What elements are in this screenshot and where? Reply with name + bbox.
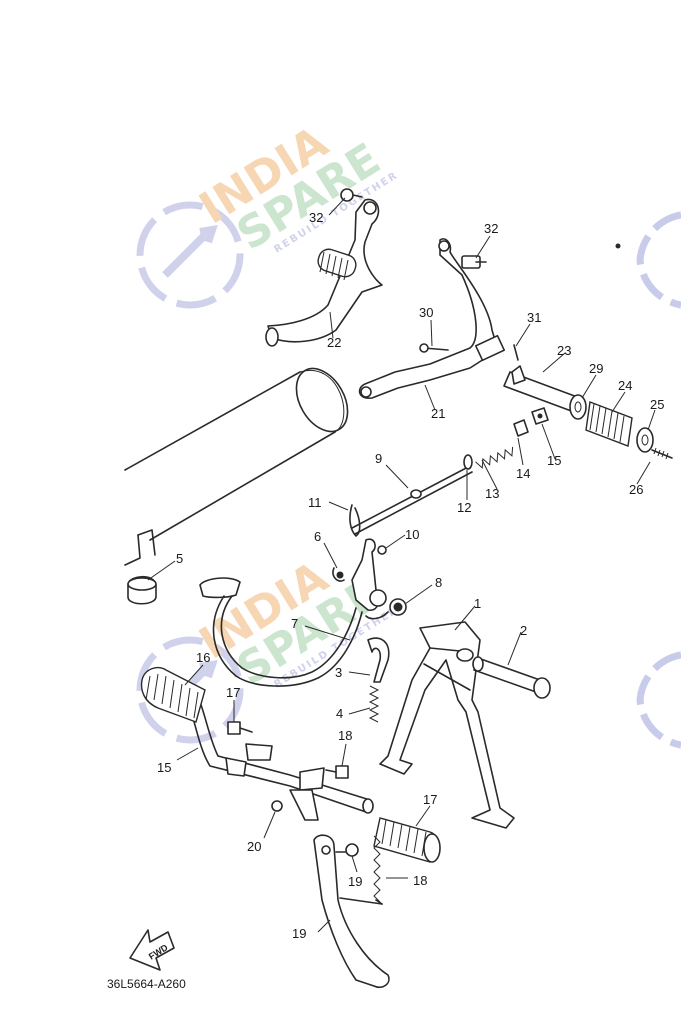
part-17-grip-left	[140, 667, 206, 723]
part-4-spring	[368, 685, 380, 723]
part-13-spring	[475, 446, 514, 469]
callout-1: 1	[474, 596, 481, 611]
callout-30: 30	[419, 305, 433, 320]
callout-27: 25	[650, 397, 664, 412]
callout-17: 16	[196, 650, 210, 665]
part-15-joint	[531, 407, 549, 425]
callout-8: 8	[435, 575, 442, 590]
watermark-ring	[136, 636, 244, 744]
callout-6: 6	[314, 529, 321, 544]
part-3-hook	[367, 637, 390, 683]
callout-17: 17	[423, 792, 437, 807]
callout-16: 15	[157, 760, 171, 775]
callout-15: 15	[547, 453, 561, 468]
wrench-icon	[162, 224, 218, 278]
part-21-bolt	[335, 843, 359, 857]
callout-7: 7	[291, 616, 298, 631]
brake-arm	[351, 538, 387, 611]
callout-10: 10	[405, 527, 419, 542]
part-6-clip	[332, 567, 345, 582]
part-12-washer	[463, 454, 473, 470]
part-10-nut	[377, 545, 387, 555]
callout-18: 18	[338, 728, 352, 743]
part-14-nut	[513, 419, 529, 437]
callout-32: 32	[309, 210, 323, 225]
leader-lines	[147, 197, 656, 933]
callout-19: 19	[292, 926, 306, 941]
part-1-main-stand	[379, 621, 515, 829]
part-26-grip	[585, 401, 633, 447]
part-18-bolt-left	[227, 721, 253, 735]
callout-9: 9	[375, 451, 382, 466]
part-32-bolt-right	[461, 255, 487, 269]
callout-28: 26	[629, 482, 643, 497]
callout-11: 11	[308, 495, 322, 510]
callout-12: 12	[457, 500, 471, 515]
part-23-footrest-bracket	[358, 238, 506, 399]
part-28-bolt	[651, 447, 673, 460]
part-20-spring	[339, 835, 383, 905]
watermark-ring	[136, 201, 244, 309]
callout-5: 5	[176, 551, 183, 566]
part-30-bolt	[419, 343, 449, 353]
part-18-bolt-right	[325, 765, 349, 779]
callout-31: 31	[527, 310, 541, 325]
muffler	[124, 367, 349, 566]
fwd-arrow-icon: FWD	[129, 929, 175, 971]
callout-13: 13	[485, 486, 499, 501]
part-24-footrest-bracket	[265, 198, 383, 347]
part-7-brake-pedal	[199, 577, 363, 687]
callout-2: 2	[520, 623, 527, 638]
part-17-grip-right	[373, 817, 441, 863]
part-11-cotter-pin	[349, 504, 361, 537]
part-22-nut	[271, 800, 283, 812]
part-8-spring	[365, 598, 407, 620]
watermark-edge-right-bottom	[636, 651, 681, 749]
watermark-edge-right-top	[636, 211, 681, 309]
part-27-washer	[636, 427, 654, 453]
part-9-brake-rod	[351, 465, 473, 535]
callout-4: 4	[336, 706, 343, 721]
part-29-washer	[569, 394, 587, 420]
callout-25: 23	[557, 343, 571, 358]
part-2-shaft	[472, 656, 551, 699]
callout-14: 14	[516, 466, 530, 481]
callout-23: 21	[431, 406, 445, 421]
callout-26: 24	[618, 378, 632, 393]
callout-24: 22	[327, 335, 341, 350]
part-16-footrest-bar	[189, 701, 374, 821]
callout-3: 3	[335, 665, 342, 680]
callout-32: 32	[484, 221, 498, 236]
part-19-side-stand	[313, 834, 390, 989]
callout-22: 20	[247, 839, 261, 854]
part-32-bolt-top-left	[340, 188, 363, 202]
callout-29: 29	[589, 361, 603, 376]
stray-mark	[615, 243, 621, 249]
part-25-shaft	[503, 365, 581, 413]
callout-20: 18	[413, 873, 427, 888]
diagram-code: 36L5664-A260	[107, 977, 186, 991]
callout-labels: 32 32 22 30 31 23 29 24 25 26 21 15 14 1…	[157, 210, 664, 941]
callout-21: 19	[348, 874, 362, 889]
callout-18: 17	[226, 685, 240, 700]
part-31-pin	[513, 344, 519, 361]
part-5-damper	[127, 575, 157, 605]
